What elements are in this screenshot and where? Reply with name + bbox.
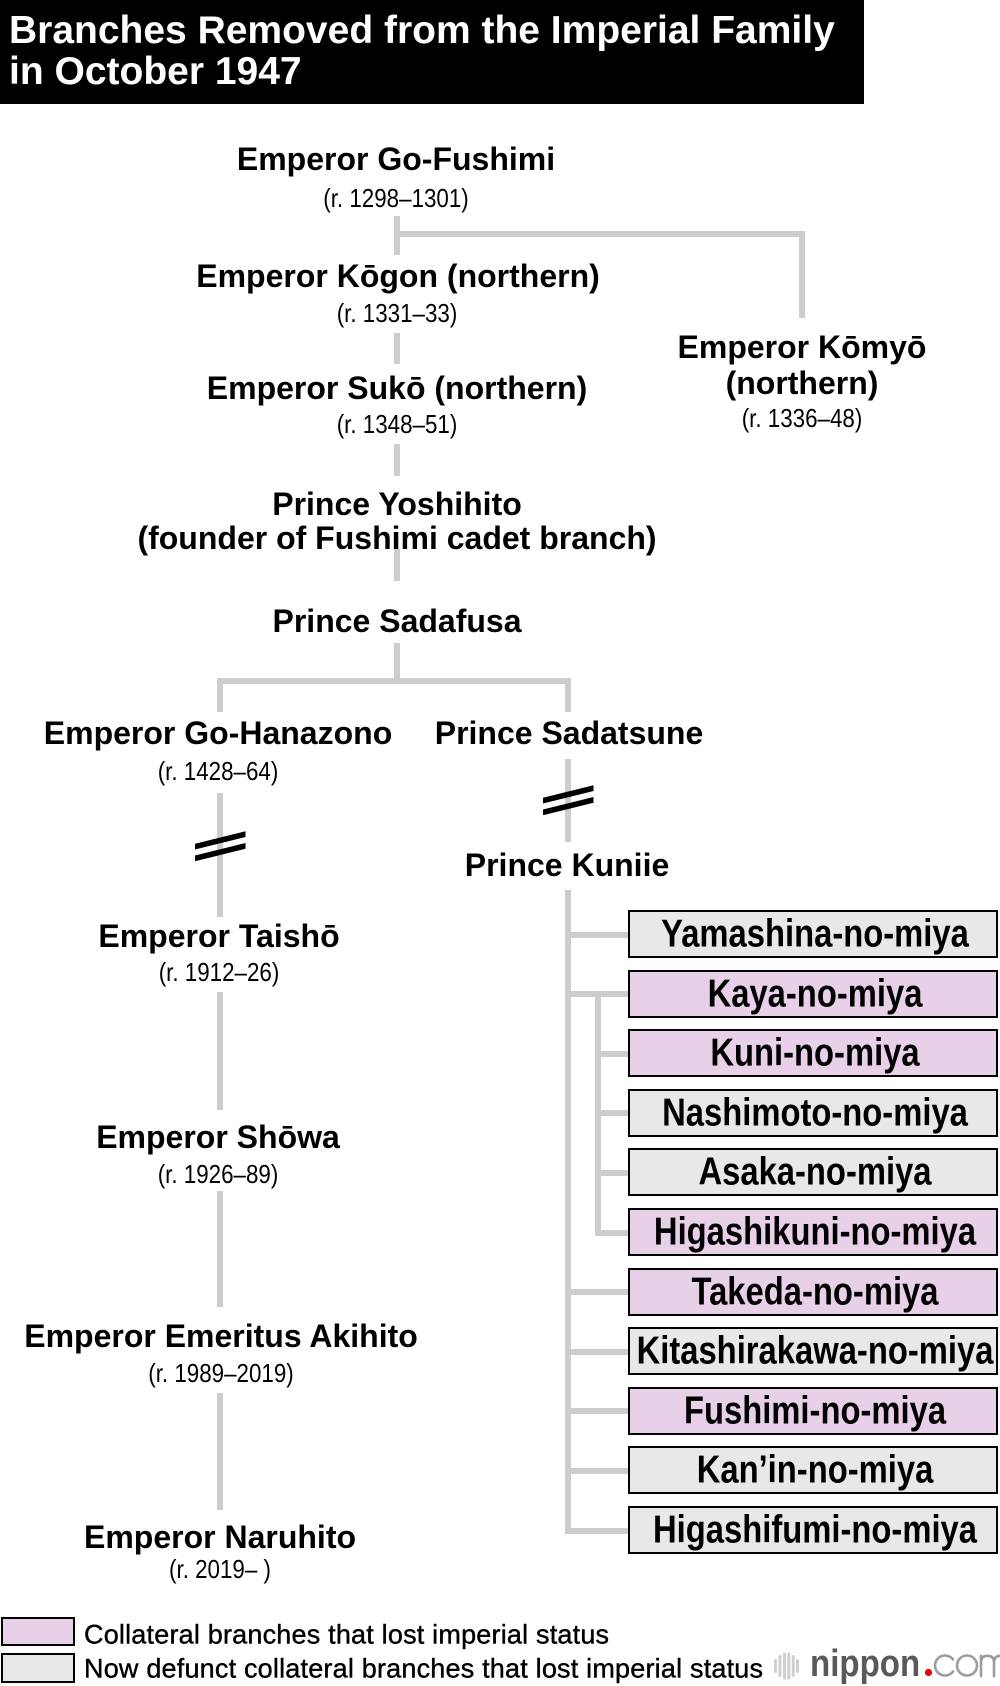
- svg-text:nippon: nippon: [810, 1642, 920, 1685]
